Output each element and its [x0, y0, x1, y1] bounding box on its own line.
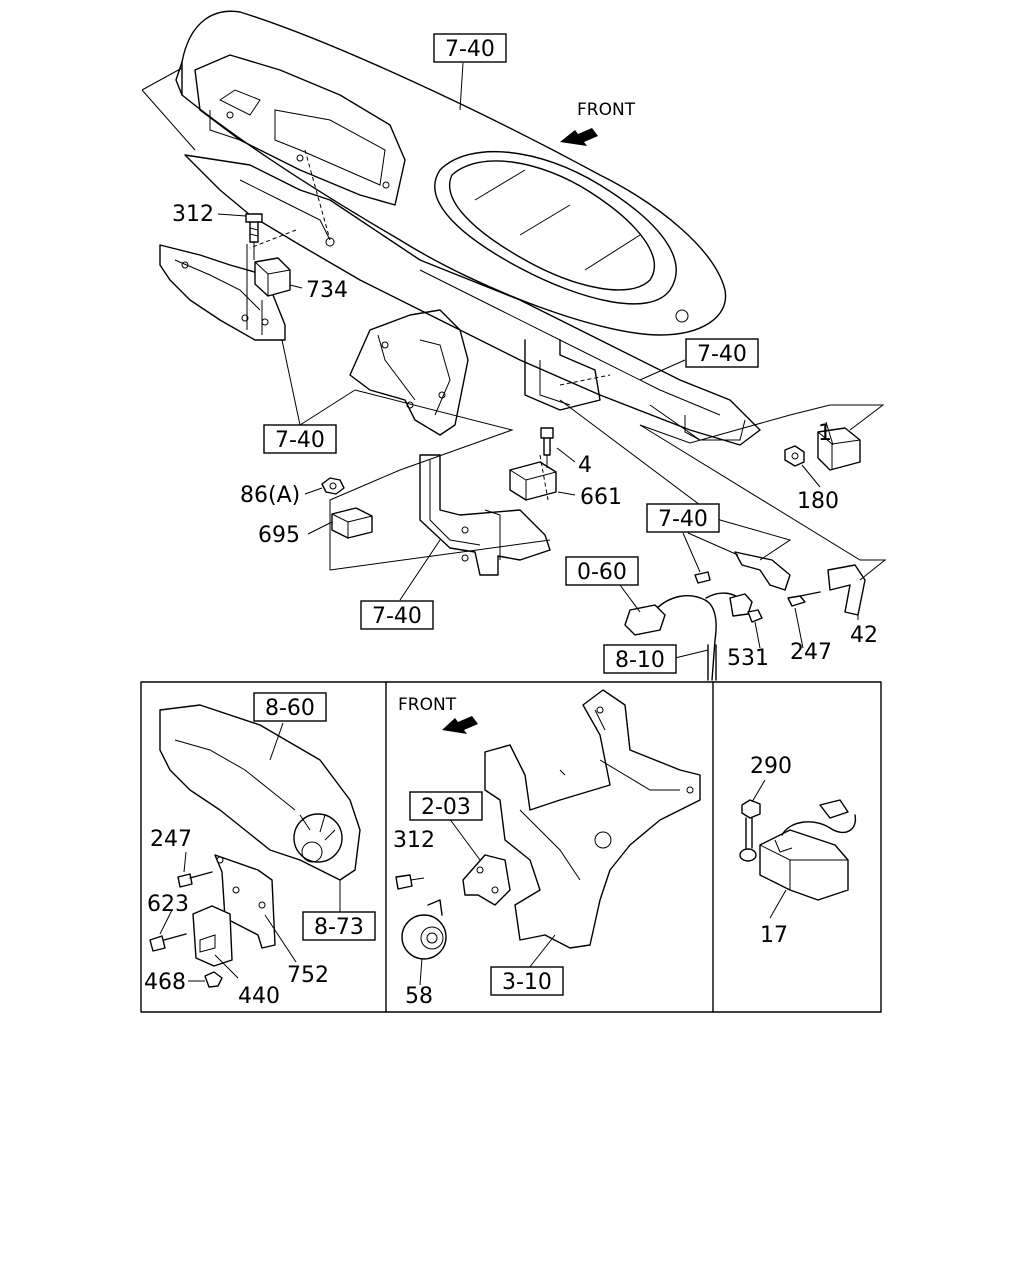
part-468: 468	[144, 970, 186, 995]
ref-box-2-03	[409, 791, 483, 821]
part-695: 695	[258, 523, 300, 548]
part-531: 531	[727, 646, 769, 671]
part-734: 734	[306, 278, 348, 303]
ref-box-8-60	[253, 692, 327, 722]
ref-label-7-40-top: 7-40	[445, 37, 495, 62]
ref-box-7-40-left	[263, 424, 337, 454]
leader-lines	[141, 62, 887, 659]
ref-label-0-60: 0-60	[577, 560, 627, 585]
ref-label-8-73: 8-73	[314, 915, 364, 940]
harness-drawing	[624, 551, 791, 681]
part-247-inset: 247	[150, 827, 192, 852]
ref-box-0-60	[565, 556, 639, 586]
ref-box-7-40-bottom	[360, 600, 434, 630]
part-17: 17	[760, 923, 788, 948]
part-290: 290	[750, 754, 792, 779]
part-623: 623	[147, 892, 189, 917]
ref-label-3-10: 3-10	[502, 970, 552, 995]
ref-label-7-40-bottom: 7-40	[372, 604, 422, 629]
front-label: FRONT	[577, 100, 636, 120]
lower-bracket-drawing	[321, 427, 557, 576]
part-86a: 86(A)	[240, 483, 300, 508]
inset-middle: FRONT 2-03 3-10 312 58	[393, 689, 701, 1009]
instrument-panel-drawing	[175, 10, 761, 446]
part-312: 312	[172, 202, 214, 227]
part-1: 1	[818, 421, 832, 446]
ref-label-8-60: 8-60	[265, 696, 315, 721]
part-180: 180	[797, 489, 839, 514]
part-42: 42	[850, 623, 878, 648]
part-440: 440	[238, 984, 280, 1009]
ref-box-8-10	[603, 644, 677, 674]
ref-box-8-73	[302, 911, 376, 941]
ref-box-7-40-mid	[685, 338, 759, 368]
ref-label-2-03: 2-03	[421, 795, 471, 820]
ref-box-7-40-center	[646, 503, 720, 533]
ref-box-3-10	[490, 966, 564, 996]
ref-label-7-40-mid: 7-40	[697, 342, 747, 367]
part-752: 752	[287, 963, 329, 988]
inset-left: 8-60 8-73 247 623 468 440 752	[144, 692, 376, 1009]
ref-label-7-40-left: 7-40	[275, 428, 325, 453]
main-exploded-view: FRONT 7-40 7-40 7-40 7-40 7-40 0-60 8-10…	[141, 10, 887, 681]
part-58: 58	[405, 984, 433, 1009]
inset-right: 290 17	[739, 754, 857, 948]
ref-label-7-40-center: 7-40	[658, 507, 708, 532]
ref-box-7-40-top	[433, 33, 507, 63]
front-arrow-icon	[560, 128, 598, 146]
right-module-drawing	[784, 427, 866, 616]
inset-frame	[140, 681, 882, 1013]
front-label-inset: FRONT	[398, 695, 457, 715]
left-bracket-drawing	[159, 213, 291, 341]
ref-label-8-10: 8-10	[615, 648, 665, 673]
part-247: 247	[790, 640, 832, 665]
center-bracket-drawing	[349, 309, 469, 436]
front-arrow-inset-icon	[442, 716, 478, 734]
part-661: 661	[580, 485, 622, 510]
part-312-inset: 312	[393, 828, 435, 853]
part-4: 4	[578, 453, 592, 478]
